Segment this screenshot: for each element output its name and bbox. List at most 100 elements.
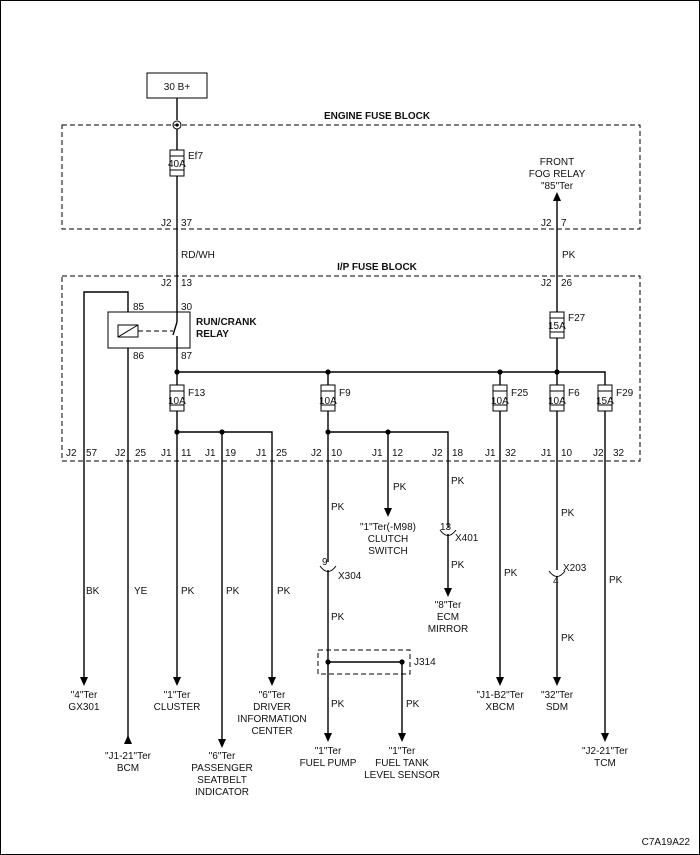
c8-conn: J2 <box>432 448 443 459</box>
dest-ecm-line1: "8"Ter <box>435 600 462 611</box>
j314-splice-outline <box>317 649 411 675</box>
c1-pin: 57 <box>86 448 98 459</box>
fog-wire-label: PK <box>562 250 576 261</box>
relay-label-line2: RELAY <box>196 329 229 340</box>
wire-pk-tcm-label: PK <box>609 575 623 586</box>
wire-bk-label: BK <box>86 586 100 597</box>
power-terminal-dot <box>175 123 179 127</box>
c9-conn: J1 <box>485 448 496 459</box>
wire-pk-fuel-pump-label: PK <box>331 699 345 710</box>
wire-pk-dic-label: PK <box>277 586 291 597</box>
dest-dic-line1: "6"Ter <box>259 690 286 701</box>
gx301-arrow <box>80 677 88 686</box>
dest-fuel-pump-line2: FUEL PUMP <box>300 758 357 769</box>
relay-pin-86: 86 <box>133 351 145 362</box>
dest-sdm-line1: "32"Ter <box>541 690 574 701</box>
c7-conn: J1 <box>372 448 383 459</box>
clutch-arrow <box>384 508 392 517</box>
fuse-f25-id: F25 <box>511 388 529 399</box>
ip-top-right-conn: J2 <box>541 278 552 289</box>
front-fog-relay-line1: FRONT <box>540 157 574 168</box>
power-source-label: 30 B+ <box>164 82 191 93</box>
ecm-arrow <box>444 588 452 597</box>
front-fog-relay-line2: FOG RELAY <box>529 169 586 180</box>
x401-pin: 13 <box>440 522 452 533</box>
dest-fuel-tank-line2: FUEL TANK <box>375 758 429 769</box>
dest-fuel-pump-line1: "1"Ter <box>315 746 342 757</box>
fuel-pump-arrow <box>324 733 332 742</box>
c10-conn: J1 <box>541 448 552 459</box>
f9-branch-bus <box>328 431 449 528</box>
dest-clutch-line2: CLUTCH <box>368 534 409 545</box>
dest-passenger-line3: SEATBELT <box>197 775 247 786</box>
fuse-f9-id: F9 <box>339 388 351 399</box>
fuse-f29-id: F29 <box>616 388 634 399</box>
fuse-f13-rating: 10A <box>168 396 186 407</box>
fuse-f6-rating: 10A <box>548 396 566 407</box>
dest-clutch-line3: SWITCH <box>368 546 407 557</box>
c5-pin: 25 <box>276 448 288 459</box>
dest-gx301-line1: "4"Ter <box>71 690 98 701</box>
j314-name: J314 <box>414 657 436 668</box>
dest-ecm-line2: ECM <box>437 612 459 623</box>
dest-fuel-tank-line1: "1"Ter <box>389 746 416 757</box>
fuse-f27-id: F27 <box>568 313 586 324</box>
wire-pk-passenger-label: PK <box>226 586 240 597</box>
relay-switch-blade <box>172 321 178 336</box>
c6-pin: 10 <box>331 448 343 459</box>
x203-pin: 4 <box>553 576 559 587</box>
wire-pk-ecm-label: PK <box>451 560 465 571</box>
dest-ecm-line3: MIRROR <box>428 624 469 635</box>
dic-arrow <box>268 677 276 686</box>
figure-id: C7A19A22 <box>642 837 691 848</box>
wire-pk-sdm-label: PK <box>561 633 575 644</box>
c10-pin: 10 <box>561 448 573 459</box>
ip-in-conn: J2 <box>161 278 172 289</box>
bcm-arrow-up <box>124 735 132 744</box>
cluster-arrow <box>173 677 181 686</box>
dest-bcm-line2: BCM <box>117 763 139 774</box>
dest-bcm-line1: "J1-21"Ter <box>105 751 152 762</box>
c8-pin: 18 <box>452 448 464 459</box>
run-crank-relay-box <box>107 311 191 349</box>
c2-conn: J2 <box>115 448 126 459</box>
x401-name: X401 <box>455 533 479 544</box>
wire-pk-clutch-label: PK <box>393 482 407 493</box>
c1-conn: J2 <box>66 448 77 459</box>
wire-ye-label: YE <box>134 586 148 597</box>
ip-fuse-block-title: I/P FUSE BLOCK <box>337 262 418 273</box>
fuel-tank-arrow <box>398 733 406 742</box>
c3-conn: J1 <box>161 448 172 459</box>
dest-fuel-tank-line3: LEVEL SENSOR <box>364 770 440 781</box>
wire-pk-fuel-tank-label: PK <box>406 699 420 710</box>
dest-gx301-line2: GX301 <box>68 702 100 713</box>
rdwh-wire-label: RD/WH <box>181 250 215 261</box>
wire-pk-xbcm-label: PK <box>504 568 518 579</box>
dest-dic-line2: DRIVER <box>253 702 291 713</box>
ef7-out-pin: 37 <box>181 218 193 229</box>
x203-name: X203 <box>563 563 587 574</box>
wire-pk-x401-in-label: PK <box>451 476 465 487</box>
dest-cluster-line1: "1"Ter <box>164 690 191 701</box>
x304-pin: 9 <box>322 557 328 568</box>
relay-pin-30: 30 <box>181 302 193 313</box>
c11-pin: 32 <box>613 448 625 459</box>
relay-85-bk-wire <box>83 291 129 680</box>
dest-sdm-line2: SDM <box>546 702 568 713</box>
c4-conn: J1 <box>205 448 216 459</box>
engine-fuse-block-title: ENGINE FUSE BLOCK <box>324 111 431 122</box>
xbcm-arrow <box>496 677 504 686</box>
dest-xbcm-line2: XBCM <box>486 702 515 713</box>
c3-pin: 11 <box>181 448 192 459</box>
engine-fuse-block-outline <box>61 124 641 230</box>
dest-passenger-line1: "6"Ter <box>209 751 236 762</box>
dest-passenger-line4: INDICATOR <box>195 787 249 798</box>
ip-in-pin: 13 <box>181 278 193 289</box>
dest-tcm-line1: "J2-21"Ter <box>582 746 629 757</box>
wire-pk-x304-out-label: PK <box>331 612 345 623</box>
relay-label-line1: RUN/CRANK <box>196 317 257 328</box>
wire-pk-f6-label: PK <box>561 508 575 519</box>
dest-dic-line4: CENTER <box>251 726 292 737</box>
c2-pin: 25 <box>135 448 147 459</box>
